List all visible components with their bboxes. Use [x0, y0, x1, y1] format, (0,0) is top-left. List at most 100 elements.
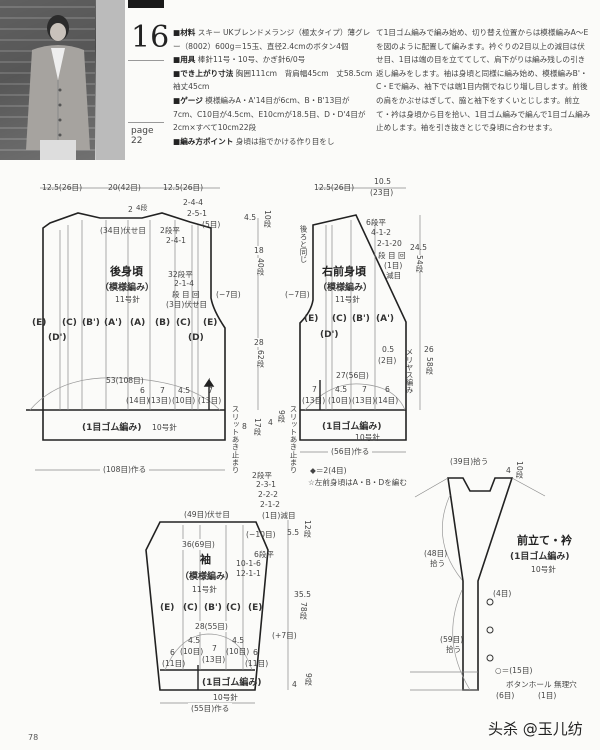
right-front-subtitle: （模様編み）	[318, 283, 373, 293]
front-hem-seg2-cm: 4.5	[335, 385, 348, 394]
page-label: page	[131, 126, 154, 136]
slit-front: 4	[268, 418, 273, 427]
band-subtitle: (1目ゴム編み)	[510, 552, 570, 562]
size-label: でき上がり寸法	[173, 69, 233, 78]
slit-front-rows: 9段	[277, 410, 286, 423]
pattern-number: 16	[131, 20, 170, 55]
slit-back: 8	[242, 422, 247, 431]
sleeve-hem-seg2-cm: 4.5	[188, 636, 201, 645]
band-neck-pickup: (48目)	[424, 549, 448, 558]
back-ribbing-label: (1目ゴム編み)	[82, 423, 142, 433]
band-neck-pickup-label: 拾う	[430, 559, 446, 568]
sleeve-hem-seg5-sts: (11目)	[245, 659, 269, 668]
back-hem-seg1-sts: (14目)	[126, 396, 150, 405]
back-armhole-total: (−7目)	[216, 290, 241, 299]
back-pattern-D: (D)	[188, 333, 204, 343]
back-cast-on: (108目)作る	[100, 464, 150, 475]
right-front-title: 右前身頃	[322, 265, 366, 278]
seed-edge: 0.5	[382, 345, 395, 354]
back-pattern-B2: (B')	[82, 318, 100, 328]
underarm-3: 2-2-2	[258, 490, 278, 499]
front-pattern-E: (E)	[304, 314, 319, 324]
back-neck-rows-unit: 4段	[136, 204, 148, 212]
front-neck-dec-2: 4-1-2	[371, 228, 391, 237]
sleeve-pattern-C: (C)	[183, 603, 198, 613]
sleeve-hem-seg3-cm: 7	[212, 644, 217, 653]
back-neck-dim: 20(42目)	[108, 183, 141, 192]
seed-label: メリヤス編み	[405, 348, 414, 394]
sleeve-width: 36(69目)	[180, 539, 217, 550]
body-height: 28	[254, 338, 264, 347]
back-pattern-A2: (A')	[104, 318, 122, 328]
front-hem-seg1-sts: (13目)	[302, 396, 326, 405]
divider	[128, 60, 164, 61]
back-pattern-E2: (E)	[203, 318, 218, 328]
front-neck-height-rows: 54段	[414, 255, 425, 273]
front-neck-height: 24.5	[410, 243, 427, 252]
instructions-text: て1目ゴム編みで編み始め、切り替え位置からは模様編みA～Eを図のように配置して編…	[376, 28, 591, 133]
page-number: 78	[28, 733, 39, 742]
buttonhole-label: ボタンホール 無理穴	[506, 680, 577, 689]
front-hem-seg3-sts: (13目)	[352, 396, 376, 405]
slit-label-back: スリットあき止まり	[231, 405, 240, 474]
model-photo	[0, 0, 125, 160]
front-cast-on: (56目)作る	[328, 446, 373, 457]
front-body-height: 26	[424, 345, 434, 354]
body-rows: 62段	[255, 350, 266, 368]
front-neck-dim: 10.5	[374, 177, 391, 186]
underarm-4: 2-1-2	[260, 500, 280, 509]
model-figure	[26, 15, 90, 160]
seed-edge-sts: (2目)	[378, 356, 397, 365]
buttonhole-size: (1目)	[538, 691, 557, 700]
front-neck-dec-3: 2-1-20	[377, 239, 402, 248]
underarm-2: 2-3-1	[256, 480, 276, 489]
tools-label: 用具	[173, 55, 195, 64]
back-hem-seg2-cm: 7	[160, 386, 165, 395]
back-hem-seg1-cm: 6	[140, 386, 145, 395]
front-hem-seg4-cm: 6	[385, 385, 390, 394]
slit-label-front: スリットあき止まり	[289, 405, 298, 474]
gauge-text: 模様編みA・A'14目が6cm、B・B'13目が7cm、C10目が4.5cm、E…	[173, 95, 366, 133]
sleeve-cuff-rows: 9段	[304, 673, 313, 686]
front-hem-seg3-cm: 7	[362, 385, 367, 394]
back-shoulder-step-1: 2-4-4	[183, 198, 203, 207]
sleeve-hem-seg5-cm: 6	[253, 648, 258, 657]
underarm-1: 2段平	[252, 471, 273, 480]
back-hem-seg4-sts: (13目)	[198, 396, 222, 405]
back-pattern-C2: (C)	[176, 318, 191, 328]
points-label: 編み方ポイント	[173, 137, 233, 146]
back-armhole-1: 32段平	[168, 270, 193, 279]
sleeve-hem-seg1-cm: 6	[170, 648, 175, 657]
sleeve-length: 35.5	[294, 590, 311, 599]
sleeve-pattern-E2: (E)	[248, 603, 263, 613]
front-hem-seg4-sts: (14目)	[375, 396, 399, 405]
back-pattern-B: (B)	[155, 318, 171, 328]
sleeve-pattern-B2: (B')	[204, 603, 222, 613]
sleeve-length-rows: 78段	[298, 602, 309, 620]
back-neck-dec-2: 2-4-1	[166, 236, 186, 245]
front-hem-seg2-sts: (10目)	[328, 396, 352, 405]
front-hem-seg1-cm: 7	[312, 385, 317, 394]
sleeve-hem-width: 28(55目)	[195, 621, 228, 632]
back-body-title: 後身頃	[110, 265, 143, 278]
front-pattern-D2: (D')	[320, 330, 339, 340]
front-neck-dec-5: (1目)	[384, 261, 403, 270]
front-armhole-total: (−7目)	[285, 290, 310, 299]
same-as-back: 後ろと同じ	[299, 225, 308, 263]
points-text: 身頃は指でかける作り目をし	[235, 136, 335, 146]
sleeve-top-bind: (49目)伏せ目	[184, 510, 230, 519]
band-back-pickup: (39目)拾う	[450, 457, 489, 466]
band-rows: 10段	[515, 461, 524, 479]
sleeve-hem-seg2-sts: (10目)	[180, 647, 204, 656]
back-pattern-E: (E)	[32, 318, 47, 328]
back-hem-seg2-sts: (13目)	[148, 396, 172, 405]
shoulder-height: 4.5	[244, 213, 257, 222]
band-front-pickup: (59目)	[440, 635, 464, 644]
armhole-rows: 40段	[255, 258, 266, 276]
back-neck-dec-1: 2段平	[160, 226, 181, 235]
front-neck-dec-4: 段 目 回	[378, 251, 406, 260]
back-hem-seg3-sts: (10目)	[172, 396, 196, 405]
sleeve-cap-step-3: 12-1-1	[236, 569, 261, 578]
material-text: スキー UKブレンドメランジ（極太タイプ）薄グレー（8002）600g＝15玉、…	[173, 28, 371, 51]
